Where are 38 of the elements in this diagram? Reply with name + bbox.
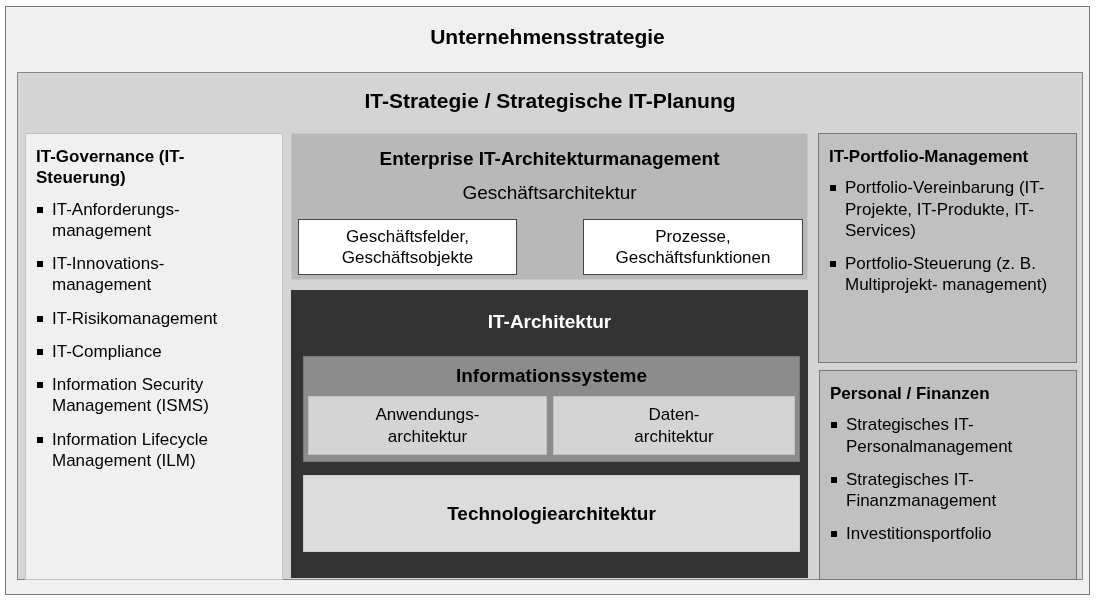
box-label: Geschäftsfelder, Geschäftsobjekte: [340, 225, 475, 269]
list-item: Portfolio-Steuerung (z. B. Multiprojekt- management): [845, 253, 1049, 296]
frame-panel: [5, 6, 1090, 595]
section-box: [298, 219, 517, 275]
section-box: [583, 219, 803, 275]
list-item: Information Security Management (ISMS): [52, 374, 210, 417]
section-box: [819, 370, 1077, 580]
heading: Unternehmensstrategie: [429, 24, 666, 49]
list-item: Information Lifecycle Management (ILM): [52, 428, 209, 471]
list-item: Portfolio-Vereinbarung (IT-Projekte, IT-Produkte, IT-Services): [845, 177, 1046, 241]
heading: Enterprise IT-Architekturmanagement: [378, 147, 721, 170]
section-box: [553, 396, 795, 455]
heading: IT-Architektur: [486, 310, 613, 333]
section-panel: [17, 72, 1083, 580]
heading: Personal / Finanzen: [830, 383, 991, 405]
box-label: Technologiearchitektur: [447, 501, 656, 526]
section-box: [291, 133, 808, 280]
heading: Informationssysteme: [454, 364, 649, 387]
heading: IT-Portfolio-Management: [829, 146, 1030, 168]
box-label: Daten- architektur: [633, 404, 715, 447]
heading: IT-Governance (IT-Steuerung): [36, 146, 186, 189]
list-item: Strategisches IT-Finanzmanagement: [846, 468, 998, 512]
section-box: [291, 290, 808, 578]
list-item: IT-Compliance: [52, 340, 162, 362]
section-box: [818, 133, 1077, 363]
section-box: [25, 133, 283, 580]
section-box: [308, 396, 547, 455]
heading: IT-Strategie / Strategische IT-Planung: [363, 88, 737, 113]
section-box: [303, 475, 800, 552]
list-item: IT-Anforderungs- management: [52, 198, 181, 241]
list-item: IT-Innovations- management: [52, 253, 166, 296]
list-item: IT-Risikomanagement: [52, 307, 218, 329]
section-box: [303, 356, 800, 462]
list-item: Strategisches IT-Personalmanagement: [846, 414, 1014, 457]
subheading: Geschäftsarchitektur: [461, 182, 638, 204]
box-label: Prozesse, Geschäftsfunktionen: [614, 225, 772, 269]
list-item: Investitionsportfolio: [846, 523, 992, 545]
box-label: Anwendungs- architektur: [374, 404, 481, 447]
